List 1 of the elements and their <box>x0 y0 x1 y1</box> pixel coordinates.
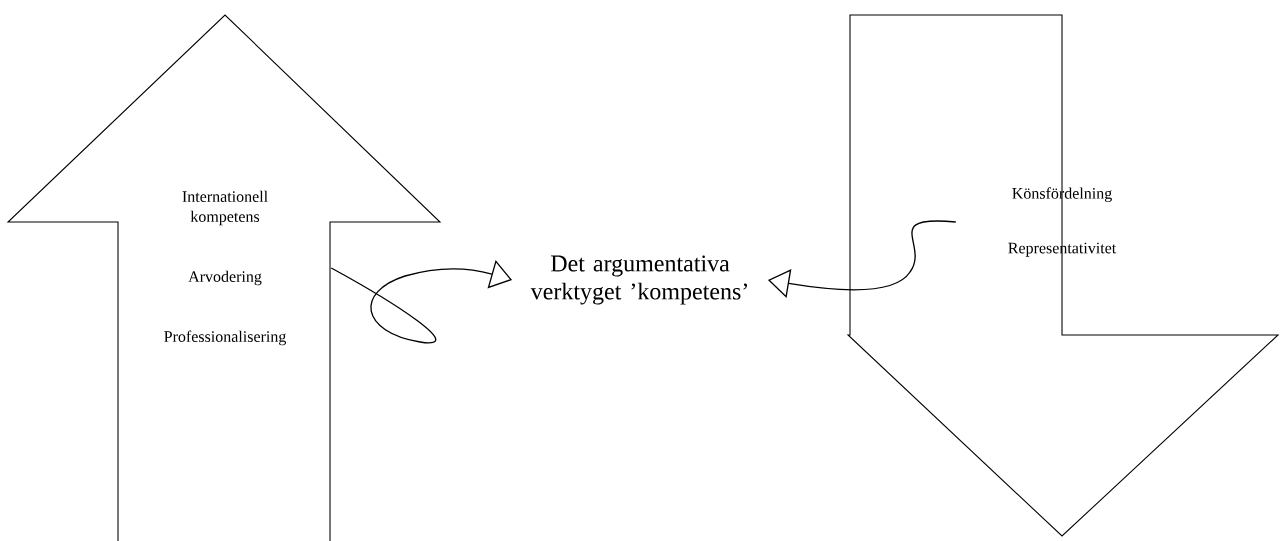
center-text: Det argumentativa verktyget ’kompetens’ <box>530 255 747 305</box>
